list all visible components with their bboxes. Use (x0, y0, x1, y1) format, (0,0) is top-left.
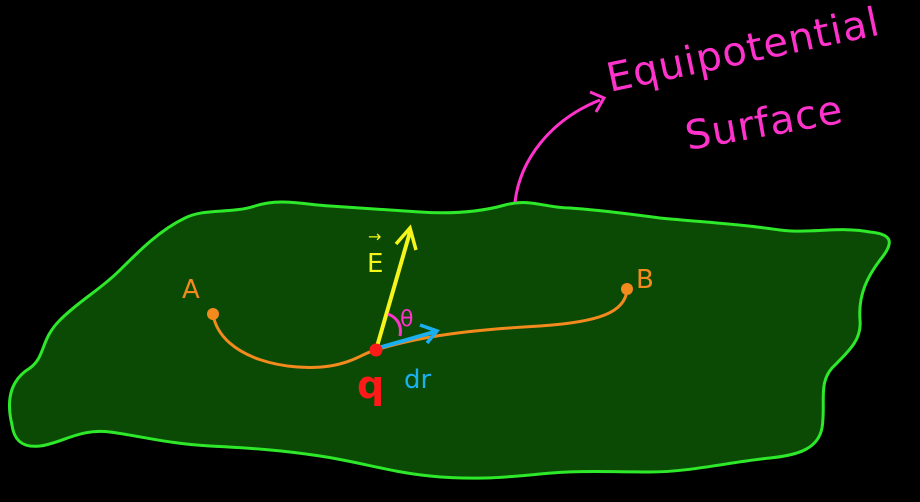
angle-arc (387, 312, 402, 337)
point-a-label: A (182, 275, 200, 305)
surface-pointer-arrowhead (589, 90, 607, 113)
surface-pointer-arrow (513, 98, 601, 203)
angle-label: θ (400, 307, 413, 332)
charge-dot (369, 343, 383, 357)
caption-line-2: Surface (682, 87, 847, 160)
equipotential-surface (8, 200, 891, 480)
point-a-dot (207, 308, 219, 320)
caption-line-1: Equipotential (603, 0, 885, 102)
displacement-vector-arrowhead (419, 323, 440, 345)
point-b-dot (621, 283, 633, 295)
field-label: E (367, 249, 383, 279)
field-vector-arrowhead (394, 224, 418, 251)
point-b-label: B (636, 265, 654, 295)
charge-label: q (357, 363, 384, 407)
displacement-label: dr (404, 365, 432, 395)
field-vector (374, 231, 412, 351)
displacement-vector (377, 330, 435, 350)
field-label-arrow: → (368, 227, 381, 246)
